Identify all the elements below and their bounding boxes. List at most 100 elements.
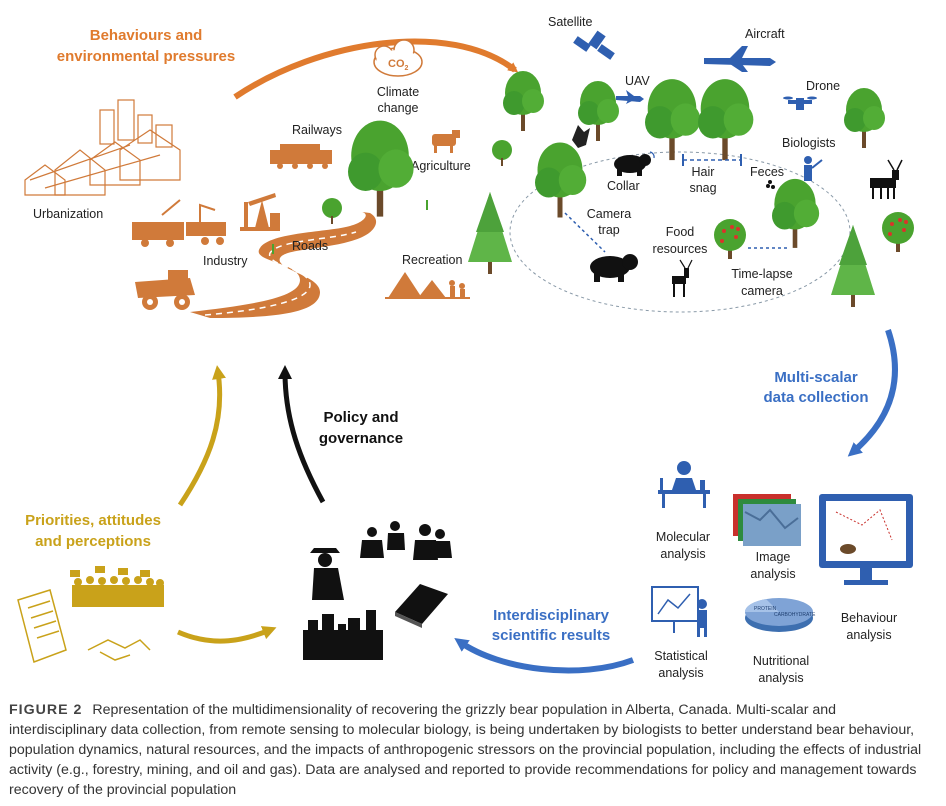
molecular-analysis-icon <box>658 461 710 508</box>
handshake-icon <box>87 639 151 661</box>
cow-icon <box>432 130 460 153</box>
heading-behaviours-2: environmental pressures <box>57 48 235 65</box>
protest-crowd-icon <box>70 566 164 607</box>
eagle-icon <box>572 125 590 148</box>
statistical-analysis-icon <box>651 586 707 637</box>
label-biologists: Biologists <box>782 136 836 150</box>
law-book-icon <box>395 584 448 628</box>
label-behaviour-analysis: Behaviour <box>841 611 897 625</box>
label-molecular-analysis-2: analysis <box>660 547 705 561</box>
label-nutritional-analysis: Nutritional <box>753 654 809 668</box>
railways-train-icon <box>270 144 332 169</box>
arrow-collection-to-analysis <box>847 329 898 457</box>
mining-truck-icon <box>135 270 195 310</box>
heading-interdisciplinary-2: scientific results <box>492 627 610 644</box>
label-camera-trap-2: trap <box>598 223 620 237</box>
apple-tree-food <box>714 219 746 259</box>
label-behaviour-analysis-2: analysis <box>846 628 891 642</box>
label-railways: Railways <box>292 123 342 137</box>
grizzly-bear-diagram: Behaviours and environmental pressures M… <box>17 15 914 685</box>
recreation-camp-icon <box>385 272 470 299</box>
label-aircraft: Aircraft <box>745 27 785 41</box>
label-climate-change-2: change <box>377 101 418 115</box>
svg-text:CARBOHYDRATE: CARBOHYDRATE <box>774 612 816 618</box>
label-hair-snag: Hair <box>692 165 715 179</box>
arrow-public-to-pressures <box>177 365 226 507</box>
arrow-governance-to-pressures <box>278 365 326 504</box>
grass-sprout-2 <box>426 200 428 210</box>
label-statistical-analysis: Statistical <box>654 649 708 663</box>
label-recreation: Recreation <box>402 253 462 267</box>
figure-label: FIGURE 2 <box>9 702 83 718</box>
label-food-resources-2: resources <box>653 242 708 256</box>
heading-behaviours: Behaviours and <box>90 27 203 44</box>
label-agriculture: Agriculture <box>411 159 471 173</box>
caption-text: Representation of the multidimensionalit… <box>9 702 922 798</box>
label-satellite: Satellite <box>548 15 593 29</box>
label-food-resources: Food <box>666 225 695 239</box>
heading-priorities: Priorities, attitudes <box>25 512 161 529</box>
pine-tree-left <box>468 192 512 274</box>
urbanization-illustration <box>24 99 181 196</box>
large-tree-center <box>348 120 414 217</box>
image-analysis-icon <box>733 494 801 546</box>
oil-pumpjack-icon <box>240 193 280 231</box>
tree-top-left <box>503 71 544 131</box>
hair-snag-icon <box>682 154 742 166</box>
label-roads: Roads <box>292 239 328 253</box>
forestry-truck-icon <box>132 199 226 247</box>
label-hair-snag-2: snag <box>689 181 716 195</box>
label-image-analysis: Image <box>756 550 791 564</box>
biologist-icon <box>804 156 823 181</box>
figure-caption: FIGURE 2 Representation of the multidime… <box>9 700 937 800</box>
behaviour-monitor-icon <box>819 494 913 585</box>
satellite-icon <box>573 30 615 60</box>
aircraft-icon <box>704 46 776 72</box>
uav-icon <box>616 90 644 104</box>
nutritional-pie-icon: PROTEIN CARBOHYDRATE <box>744 598 816 632</box>
heading-policy: Policy and <box>323 409 398 426</box>
bush-2 <box>492 140 512 166</box>
grass-sprout <box>272 244 274 254</box>
city-skyline-icon <box>303 610 383 660</box>
heading-interdisciplinary: Interdisciplinary <box>493 607 610 624</box>
label-camera-trap: Camera <box>587 207 632 221</box>
drone-icon <box>783 96 817 110</box>
label-collar: Collar <box>607 179 640 193</box>
governance-people-icon <box>310 521 452 600</box>
label-statistical-analysis-2: analysis <box>658 666 703 680</box>
arrow-public-to-governance <box>177 626 277 644</box>
label-nutritional-analysis-2: analysis <box>758 671 803 685</box>
label-industry: Industry <box>203 254 248 268</box>
arrow-pressures-to-collection <box>233 38 519 100</box>
svg-text:PROTEIN: PROTEIN <box>754 606 777 612</box>
feces-icon <box>766 180 775 189</box>
elk-icon-right <box>870 159 903 199</box>
tree-top-right <box>844 88 885 148</box>
label-climate-change: Climate <box>377 85 419 99</box>
heading-priorities-2: and perceptions <box>35 533 151 550</box>
grizzly-bear-icon <box>590 254 638 282</box>
tree-tall-1 <box>645 79 701 161</box>
label-urbanization: Urbanization <box>33 207 103 221</box>
road-centerline <box>204 231 357 316</box>
co2-cloud-icon: CO2 <box>373 39 423 77</box>
svg-text:CO2: CO2 <box>388 58 409 72</box>
label-time-lapse-2: camera <box>741 284 783 298</box>
bear-collar-icon <box>614 151 655 176</box>
heading-multiscalar-2: data collection <box>763 389 868 406</box>
study-area-ellipse <box>509 151 851 313</box>
newspaper-icon <box>17 589 67 663</box>
label-uav: UAV <box>625 74 650 88</box>
apple-tree-right <box>882 212 914 252</box>
label-feces: Feces <box>750 165 784 179</box>
small-bush <box>322 198 342 224</box>
label-drone: Drone <box>806 79 840 93</box>
heading-policy-2: governance <box>319 430 403 447</box>
label-time-lapse: Time-lapse <box>731 267 792 281</box>
tree-camera-trap <box>535 142 587 218</box>
tree-tall-2 <box>698 79 754 161</box>
deer-icon <box>672 259 693 297</box>
tree-time-lapse <box>772 178 820 248</box>
label-image-analysis-2: analysis <box>750 567 795 581</box>
